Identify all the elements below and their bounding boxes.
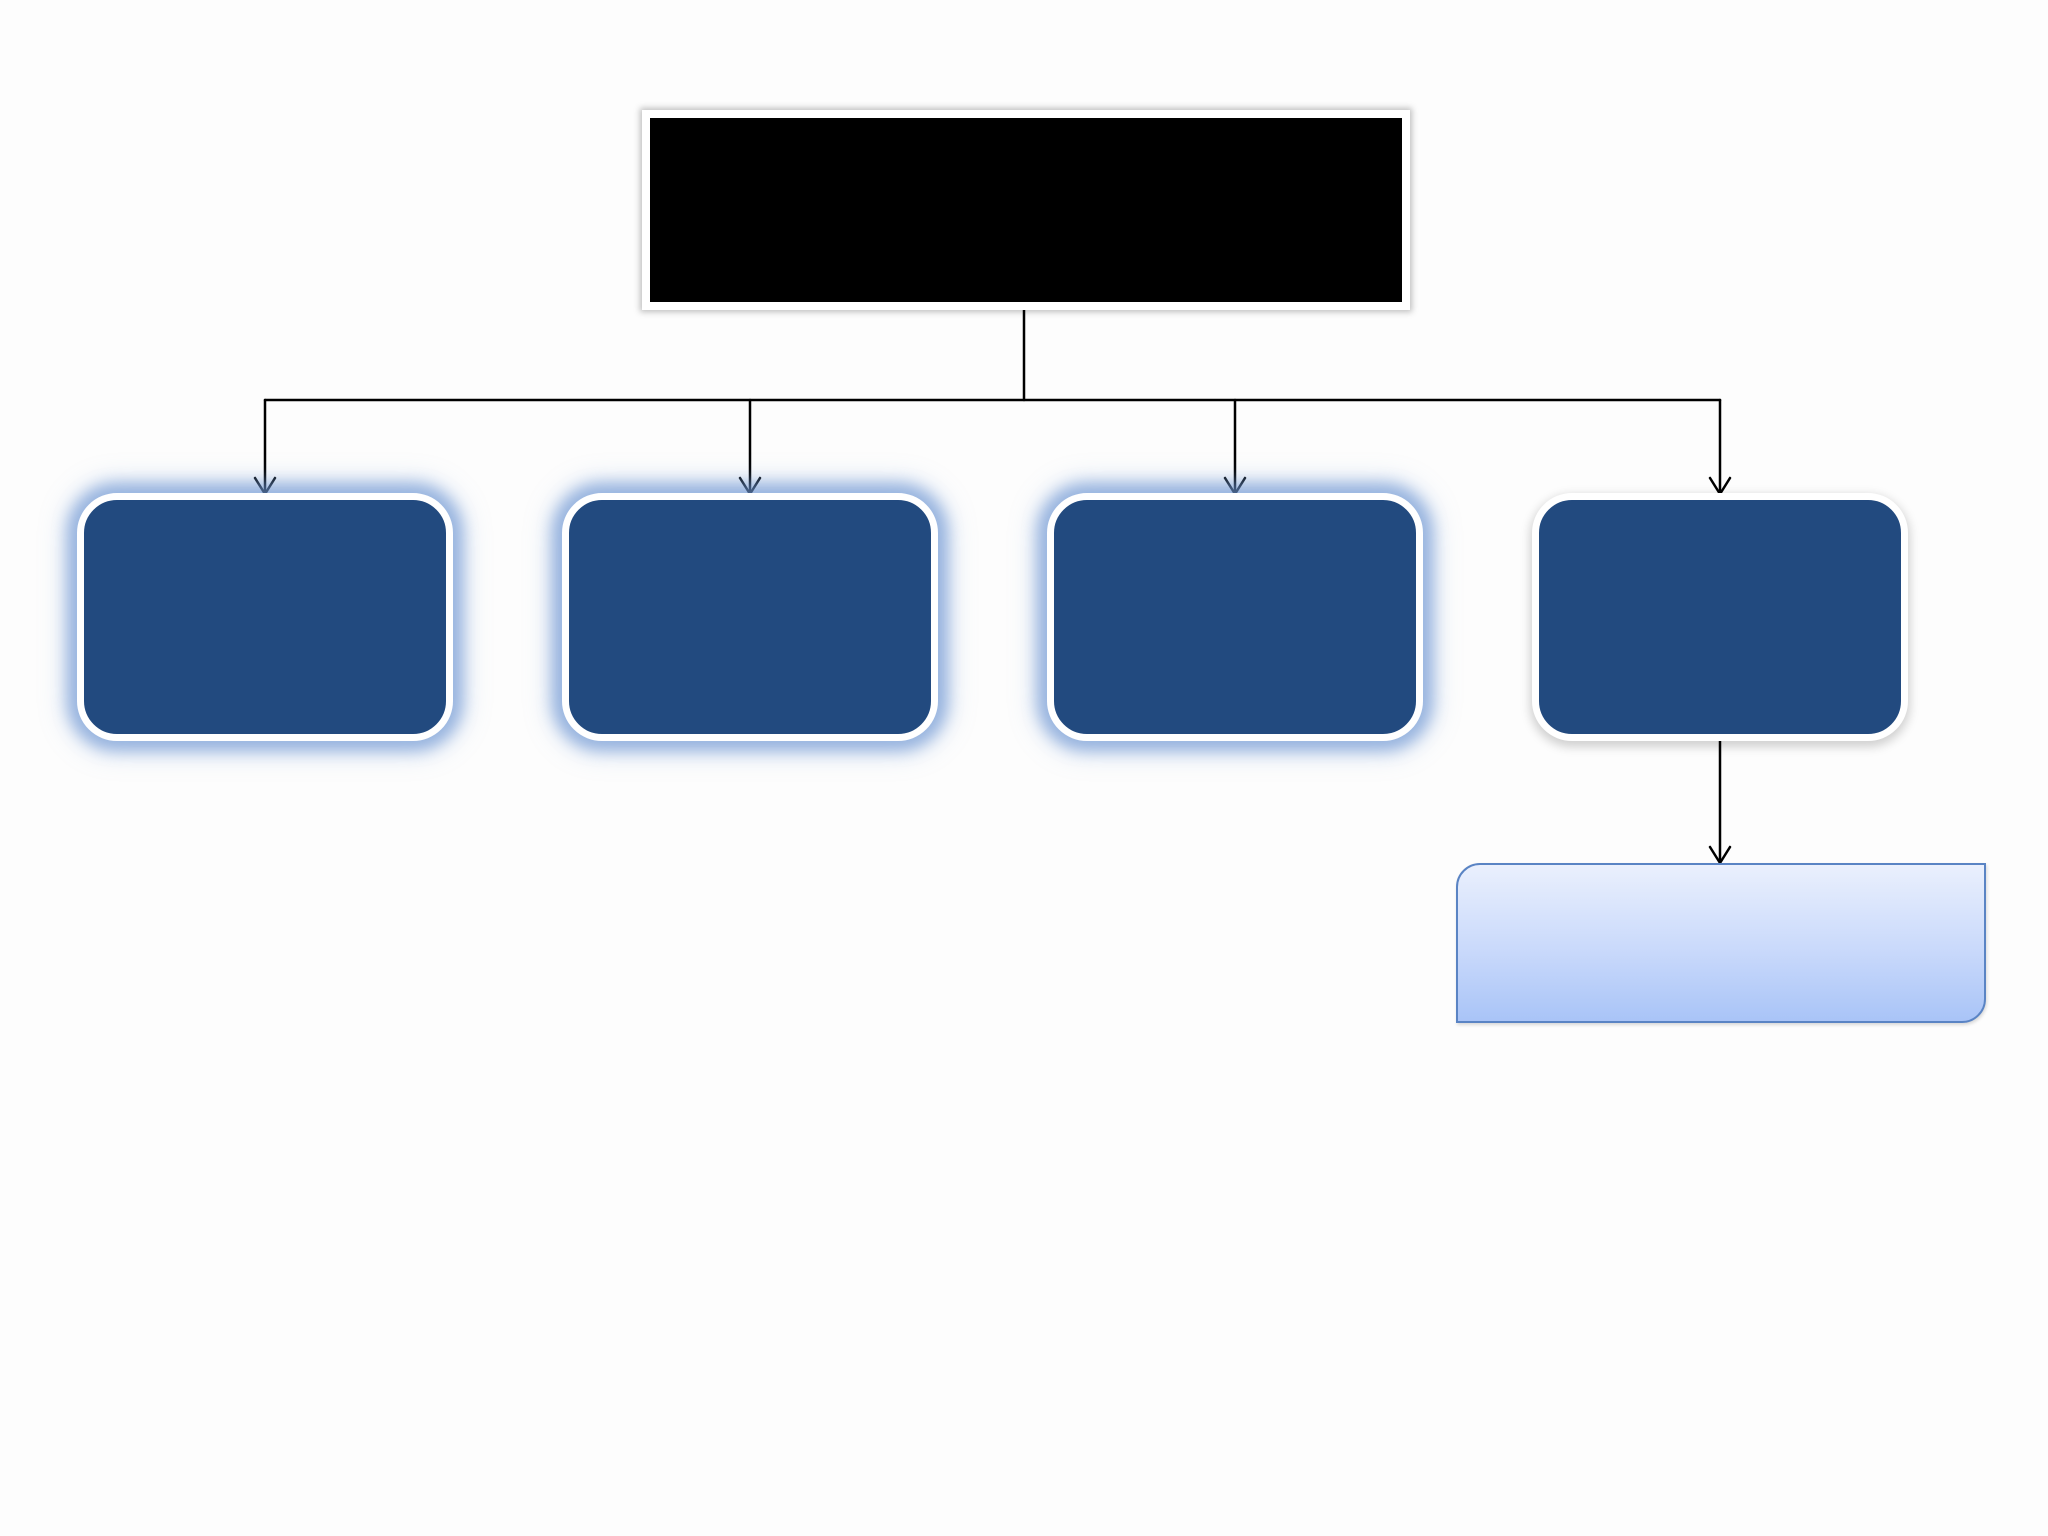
arrowhead-leaf bbox=[1708, 845, 1732, 865]
child-node-4 bbox=[1532, 493, 1908, 741]
child-node-1 bbox=[77, 493, 453, 741]
child-node-2 bbox=[562, 493, 938, 741]
sub-node bbox=[1456, 863, 1986, 1023]
child-node-3 bbox=[1047, 493, 1423, 741]
arrowhead-2 bbox=[738, 476, 762, 496]
arrowhead-1 bbox=[253, 476, 277, 496]
root-node bbox=[642, 110, 1410, 310]
arrowhead-3 bbox=[1223, 476, 1247, 496]
arrowhead-4 bbox=[1708, 476, 1732, 496]
